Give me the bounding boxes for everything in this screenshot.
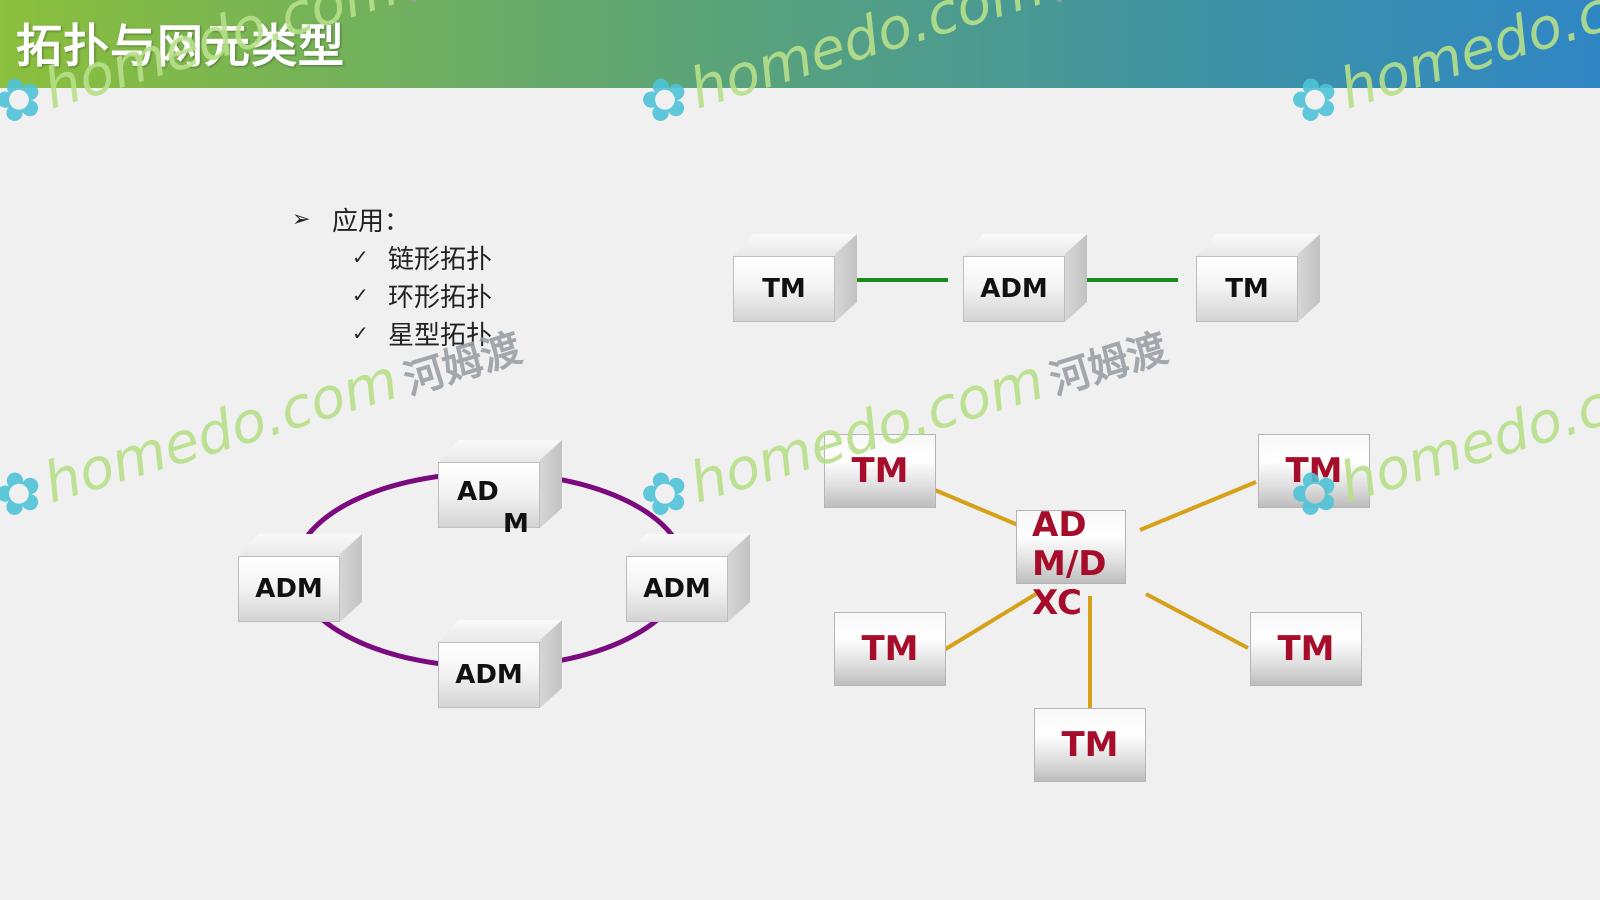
star-center-label: AD M/D XC xyxy=(1032,505,1107,623)
ring-node-label: ADM xyxy=(626,556,728,622)
watermark-text-cn: 河姆渡 xyxy=(1044,325,1173,405)
watermark-text-en: homedo.com xyxy=(36,347,406,517)
chain-node-tm-left: TM xyxy=(733,234,857,322)
ring-node-left: ADM xyxy=(238,534,362,622)
watermark-text-en: homedo.com xyxy=(1332,347,1600,517)
star-node-bottom: TM xyxy=(1034,708,1146,782)
bullet-main-label: 应用： xyxy=(332,206,411,237)
ring-node-top-label-1: AD xyxy=(457,477,499,507)
bullet-main: ➢ 应用： xyxy=(292,200,492,238)
star-center-node xyxy=(1016,510,1126,584)
flower-logo-icon: ✿ xyxy=(0,453,52,533)
star-link-mid-left xyxy=(942,592,1038,652)
star-node-mid-right: TM xyxy=(1250,612,1362,686)
flower-logo-icon: ✿ xyxy=(631,453,698,533)
page-title: 拓扑与网元类型 xyxy=(16,19,345,73)
star-node-mid-left: TM xyxy=(834,612,946,686)
chain-node-label: TM xyxy=(733,256,835,322)
check-icon: ✓ xyxy=(352,245,369,269)
chain-node-tm-right: TM xyxy=(1196,234,1320,322)
star-node-top-right: TM xyxy=(1258,434,1370,508)
title-bar: 拓扑与网元类型 xyxy=(0,0,1600,88)
bullet-item: ✓ 链形拓扑 xyxy=(352,238,492,276)
ring-node-top: AD M xyxy=(438,440,562,539)
arrow-bullet-icon: ➢ xyxy=(292,206,311,232)
bullet-item: ✓ 环形拓扑 xyxy=(352,276,492,314)
ring-node-label: ADM xyxy=(438,642,540,708)
ring-node-right: ADM xyxy=(626,534,750,622)
ring-node-label: ADM xyxy=(238,556,340,622)
ring-node-top-label-2: M xyxy=(503,509,529,539)
bullet-item-label: 星型拓扑 xyxy=(388,320,493,351)
bullet-list: ➢ 应用： ✓ 链形拓扑 ✓ 环形拓扑 ✓ 星型拓扑 xyxy=(292,200,492,352)
ring-node-bottom: ADM xyxy=(438,620,562,708)
chain-node-label: TM xyxy=(1196,256,1298,322)
star-node-top-left: TM xyxy=(824,434,936,508)
check-icon: ✓ xyxy=(352,283,369,307)
bullet-item: ✓ 星型拓扑 xyxy=(352,314,492,352)
star-link-mid-right xyxy=(1145,592,1249,650)
star-link-top-left xyxy=(929,486,1031,532)
bullet-item-label: 环形拓扑 xyxy=(388,282,493,313)
bullet-item-label: 链形拓扑 xyxy=(388,244,493,275)
star-link-top-right xyxy=(1139,480,1257,532)
chain-node-label: ADM xyxy=(963,256,1065,322)
chain-node-adm: ADM xyxy=(963,234,1087,322)
check-icon: ✓ xyxy=(352,321,369,345)
